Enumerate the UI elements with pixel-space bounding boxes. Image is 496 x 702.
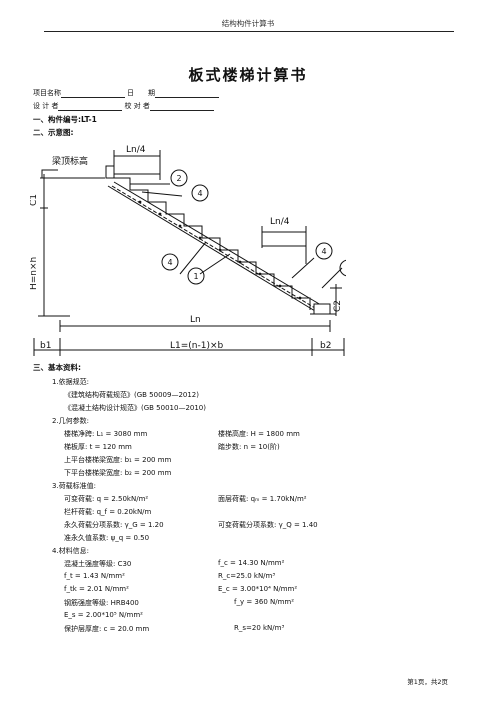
designer-label: 设 计 者 [33,102,59,110]
b1-label: b1 [40,341,51,351]
checker-field [149,102,214,111]
project-name-label: 项目名称 [33,89,61,97]
basis-codes-heading: 1.依据规范: [52,378,90,386]
designer-field [58,102,123,111]
l1-label: L1=(n-1)×b [170,341,224,351]
live-load-factor: 可变荷载分项系数: γ_Q = 1.40 [218,521,318,529]
ln4-right-label: Ln/4 [270,217,290,227]
section-diagram: 二、示意图: [33,128,74,137]
height-label: H=n×h [30,257,39,290]
section-basic-data: 三、基本资料: [33,363,81,372]
page-header-title: 结构构件计算书 [221,19,275,28]
concrete-ec: E_c = 3.00*10⁴ N/mm² [218,585,298,593]
code-load: 《建筑结构荷载规范》(GB 50009—2012) [64,391,199,399]
section-member-id: 一、构件编号:LT-1 [33,115,97,124]
c1-label: C1 [30,194,39,206]
concrete-grade: 混凝土强度等级: C30 [64,560,132,568]
date-field [155,89,219,98]
page-footer: 第1页，共2页 [407,678,448,686]
circle-label-4c: 4 [321,247,326,256]
designer-row: 设 计 者校 对 者 [33,101,216,111]
finish-density: R_s=20 kN/m³ [234,624,285,632]
dead-load-factor: 永久荷载分项系数: γ_G = 1.20 [64,521,164,529]
geometry-heading: 2.几何参数: [52,417,90,425]
loads-heading: 3.荷载标准值: [52,482,97,490]
lower-beam-width: 下平台楼梯梁宽度: b₂ = 200 mm [64,469,172,477]
ln4-top-label: Ln/4 [126,145,146,155]
concrete-fc: f_c = 14.30 N/mm² [218,559,285,567]
circle-label-4a: 4 [197,189,202,198]
beam-top-label: 梁顶标高 [52,155,88,167]
date-label: 日 期 [127,89,155,97]
project-name-field [61,89,125,98]
cover-thickness: 保护层厚度: c = 20.0 mm [64,625,150,633]
circle-label-1: 1 [193,272,198,281]
project-name-row: 项目名称 日 期 [33,88,221,98]
stair-height: 楼梯高度: H = 1800 mm [218,430,300,438]
document-title: 板式楼梯计算书 [188,66,308,84]
steel-es: E_s = 2.00*10⁵ N/mm² [64,611,143,619]
materials-heading: 4.材料信息: [52,547,90,555]
rebar-dots [138,200,302,300]
live-load: 可变荷载: q = 2.50kN/m² [64,495,149,503]
checker-label: 校 对 者 [124,102,150,110]
steel-grade: 钢筋强度等级: HRB400 [64,599,139,607]
concrete-density: R_c=25.0 kN/m³ [218,572,276,580]
b2-label: b2 [320,341,331,351]
ln-label: Ln [190,315,201,325]
circle-label-2: 2 [176,174,181,183]
steel-fy: f_y = 360 N/mm² [234,598,295,606]
header-divider [44,31,454,32]
code-concrete: 《混凝土结构设计规范》(GB 50010—2010) [64,404,206,412]
slab-thickness: 梯板厚: t = 120 mm [64,443,132,451]
finish-load: 面层荷载: qₘ = 1.70kN/m² [218,495,307,503]
circle-label-3: 3 [345,264,346,273]
concrete-ft: f_t = 1.43 N/mm² [64,572,125,580]
stair-net-span: 楼梯净跨: L₁ = 3080 mm [64,430,148,438]
upper-beam-width: 上平台楼梯梁宽度: b₁ = 200 mm [64,456,172,464]
c2-label: C2 [333,300,343,312]
stair-diagram: 梁顶标高 Ln/4 Ln/4 C1 H=n×h C2 Ln b1 L1=(n-1… [30,145,346,356]
railing-load: 栏杆荷载: q_f = 0.20kN/m [64,508,152,516]
quasi-permanent-factor: 准永久值系数: ψ_q = 0.50 [64,534,150,542]
step-count: 踏步数: n = 10(阶) [218,443,280,451]
concrete-ftk: f_tk = 2.01 N/mm² [64,585,129,593]
circle-label-4b: 4 [167,258,172,267]
